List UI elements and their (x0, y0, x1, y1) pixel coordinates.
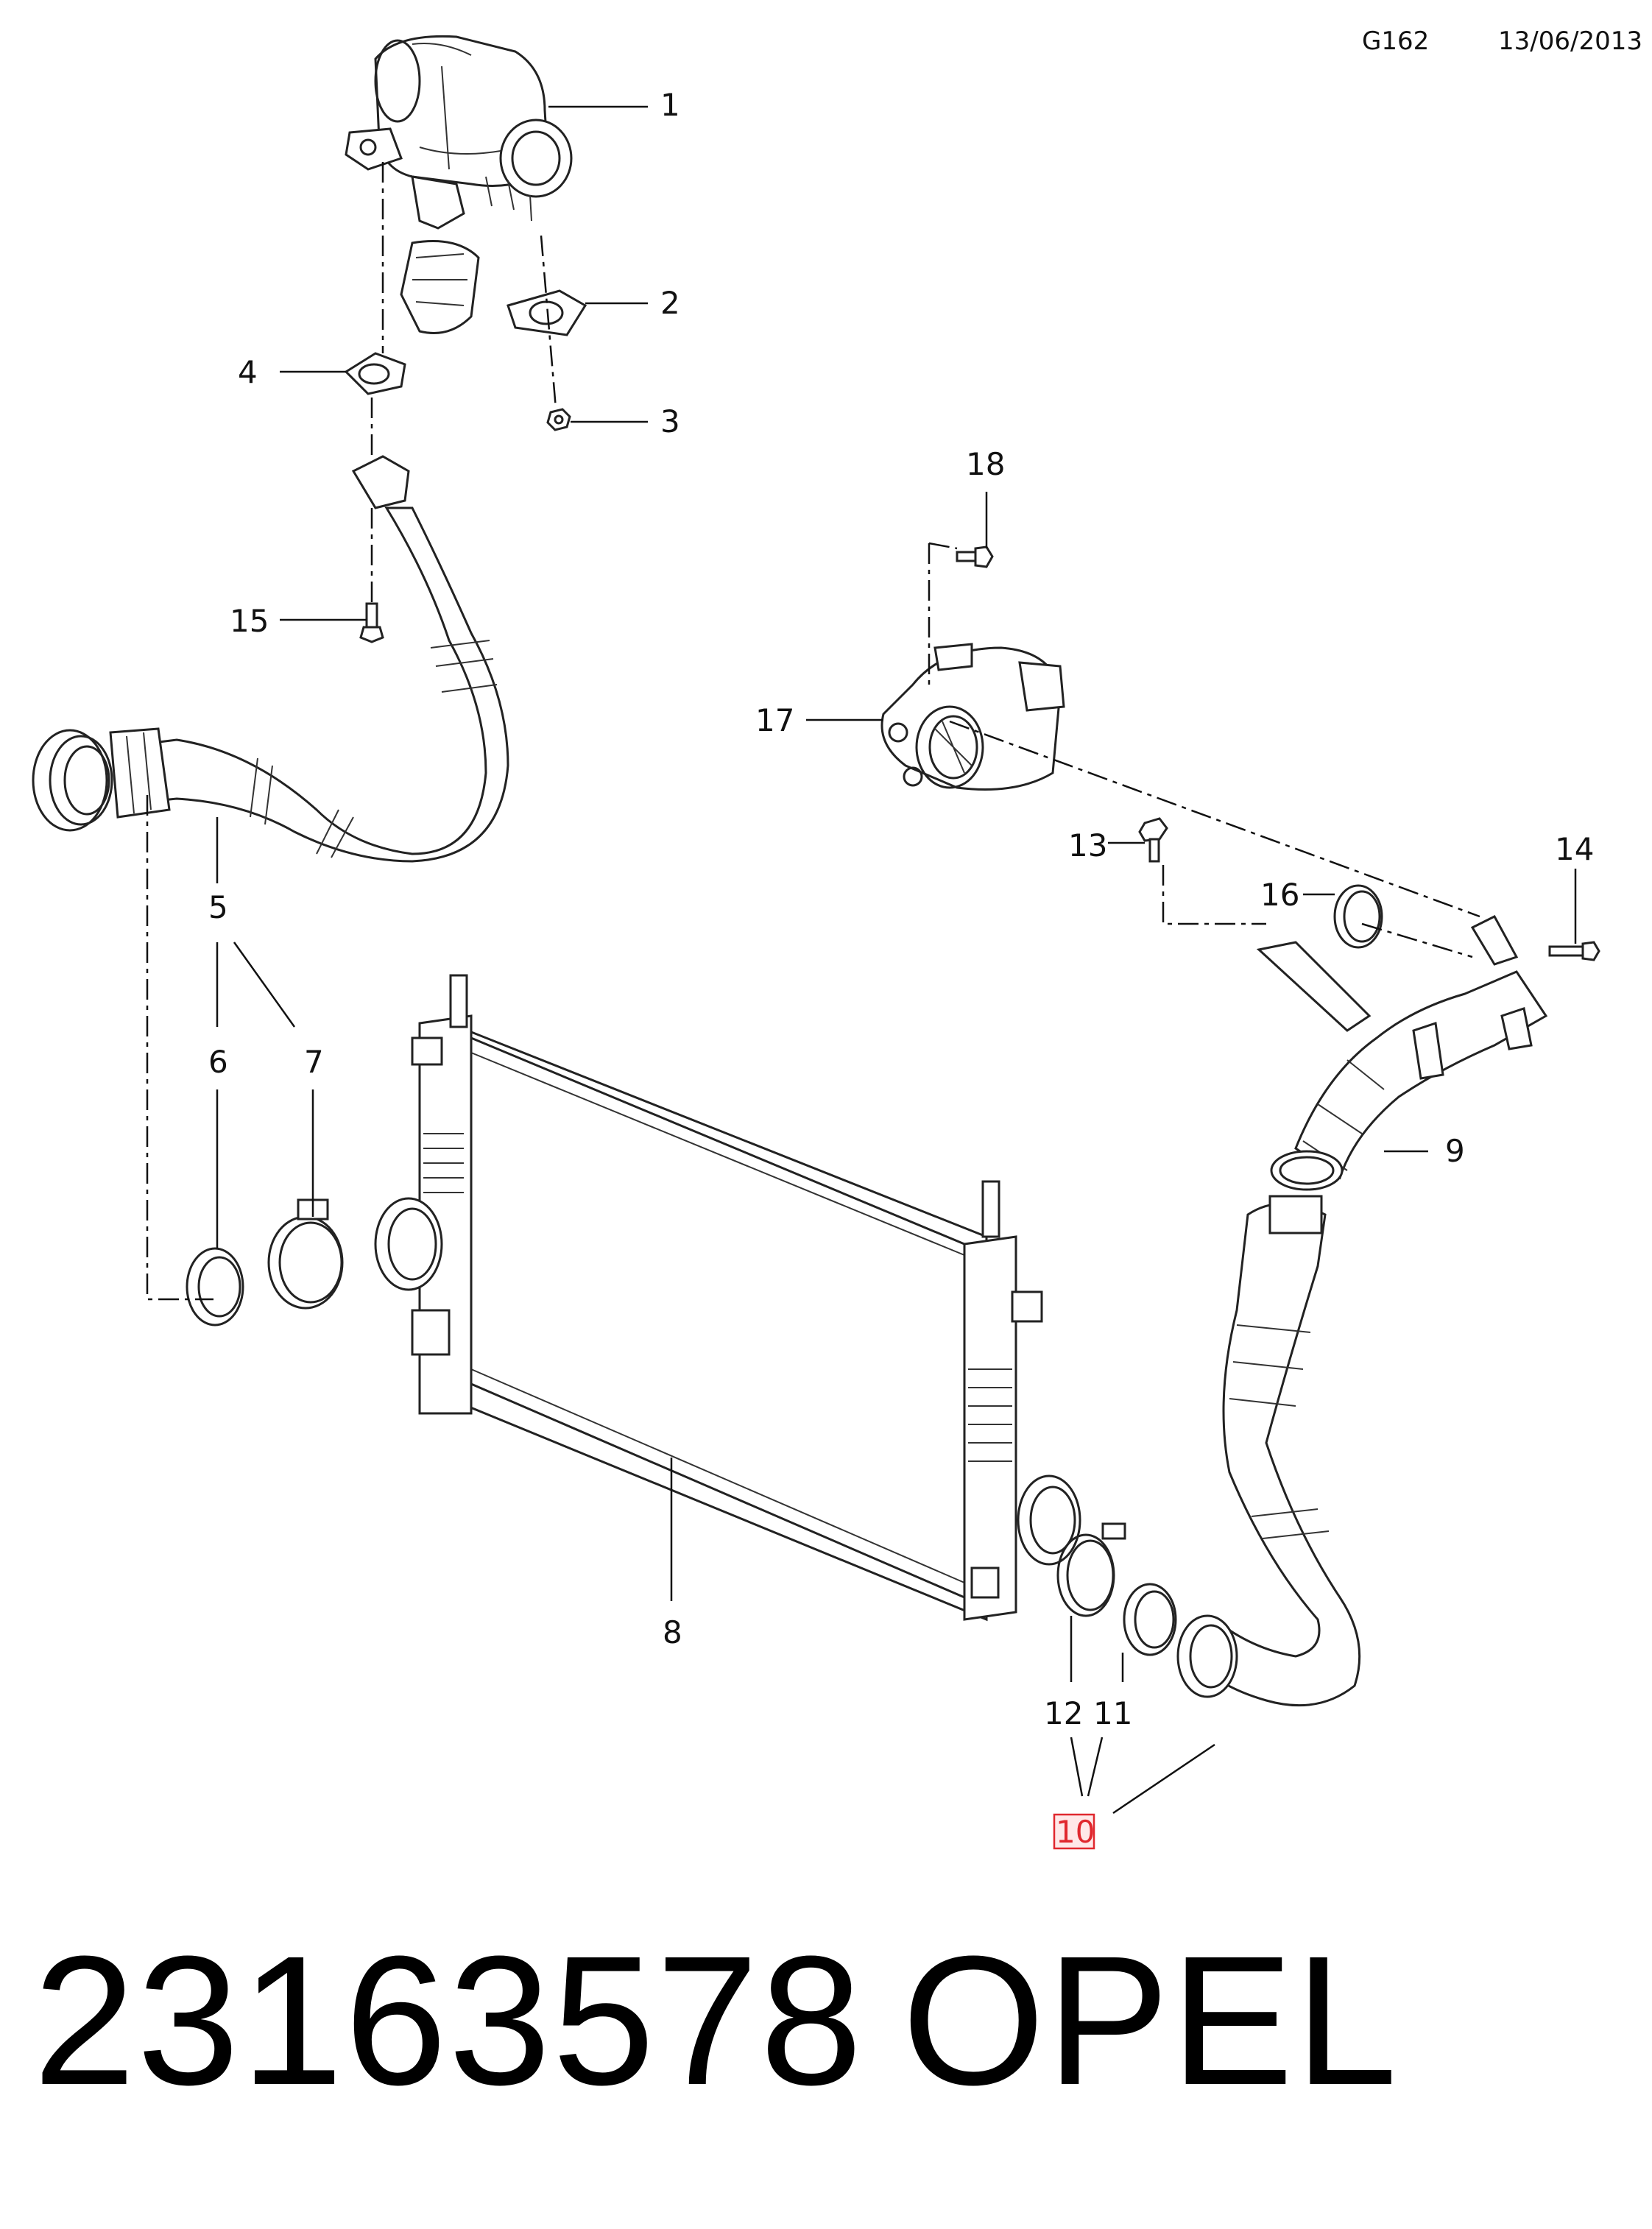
o-ring-16 (1333, 884, 1383, 949)
throttle-body-17 (880, 643, 1065, 791)
callout-5: 5 (208, 889, 228, 925)
hose-clamp-7 (267, 1198, 344, 1310)
seal-ring-11 (1123, 1583, 1177, 1656)
callout-9: 9 (1445, 1133, 1465, 1169)
callout-16: 16 (1260, 877, 1299, 913)
callout-18: 18 (966, 446, 1005, 482)
seal-ring-6 (186, 1247, 244, 1327)
leader-lines (216, 105, 1577, 1815)
callout-8: 8 (663, 1614, 682, 1650)
nut-3 (546, 408, 571, 431)
bolt-18 (956, 545, 994, 568)
bolt-15 (359, 602, 384, 643)
parts-illustration: 1 2 3 4 5 6 7 8 9 10 11 12 13 14 15 16 1… (32, 35, 1600, 1850)
callout-2: 2 (660, 285, 680, 321)
charge-air-hose-5 (32, 455, 509, 863)
assembly-lines (146, 162, 1480, 1301)
intercooler-8 (374, 974, 1081, 1622)
callout-13: 13 (1068, 827, 1107, 863)
callout-12: 12 (1044, 1695, 1083, 1731)
bolt-13 (1138, 817, 1168, 863)
callout-1: 1 (660, 87, 680, 123)
gasket-2 (506, 289, 587, 336)
callout-3: 3 (660, 403, 680, 439)
callout-6: 6 (208, 1044, 228, 1080)
callout-17: 17 (755, 702, 794, 738)
diagram-date: 13/06/2013 (1498, 27, 1642, 56)
callout-11: 11 (1093, 1695, 1132, 1731)
charge-air-hose-10 (1176, 1195, 1361, 1707)
callout-7: 7 (304, 1044, 324, 1080)
diagram-code: G162 (1362, 27, 1430, 56)
gasket-4 (344, 352, 406, 395)
throttle-pipe-9 (1256, 915, 1548, 1191)
callout-14: 14 (1555, 831, 1594, 867)
bolt-14 (1548, 941, 1600, 961)
callout-10-highlight (1053, 1813, 1095, 1850)
part-number: 23163578 (33, 1918, 864, 2123)
callout-labels: 1 2 3 4 5 6 7 8 9 10 11 12 13 14 15 16 1… (208, 87, 1594, 1850)
hose-clamp-12 (1056, 1522, 1126, 1617)
callout-10: 10 (1056, 1814, 1095, 1850)
callout-15: 15 (230, 603, 269, 639)
turbocharger (345, 35, 573, 334)
callout-4: 4 (238, 354, 258, 390)
brand-name: OPEL (902, 1918, 1399, 2123)
